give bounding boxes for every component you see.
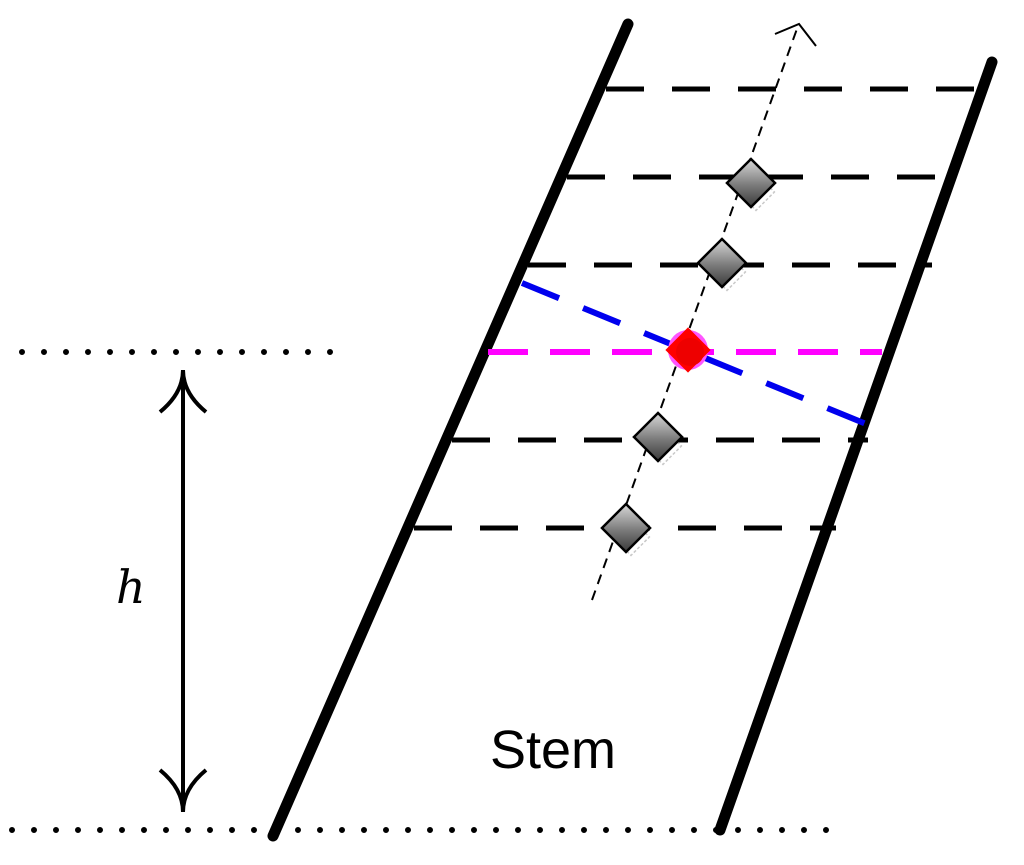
diamond-icon <box>725 157 777 212</box>
arrow-down-head-icon <box>158 768 208 813</box>
height-arrow <box>158 369 208 813</box>
diamond-markers <box>600 157 777 557</box>
stem-left-wall <box>267 18 634 842</box>
height-label: h <box>116 560 146 614</box>
diamond-icon <box>632 411 684 466</box>
arrow-up-head-icon <box>158 369 208 414</box>
stem-label: Stem <box>490 720 616 780</box>
stem-right-wall <box>714 56 998 836</box>
red-circle-marker-icon <box>665 327 711 373</box>
axis-arrow-icon <box>774 22 817 47</box>
diamond-icon <box>600 502 652 557</box>
diamond-icon <box>696 237 748 292</box>
